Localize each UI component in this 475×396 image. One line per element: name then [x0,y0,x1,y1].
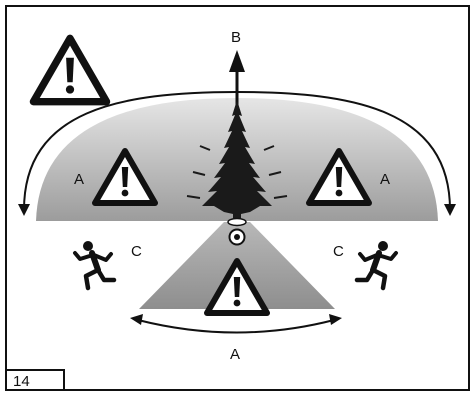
arc-arrowhead-right [444,204,456,216]
tree-icon [186,100,288,218]
label-right-person: C [333,243,344,260]
arc-arrowhead-left [18,204,30,216]
figure-number: 14 [13,373,30,390]
label-right-zone: A [380,171,390,188]
label-left-person: C [131,243,142,260]
label-left-zone: A [74,171,84,188]
label-top-arrow: B [231,29,241,46]
figure-number-box: 14 [6,369,65,390]
label-bottom-zone: A [230,346,240,363]
bottom-arrowhead-left [130,314,143,325]
bottom-arc [137,319,335,334]
bottom-arrowhead-right [329,314,342,325]
felling-cut-icon [227,217,247,246]
